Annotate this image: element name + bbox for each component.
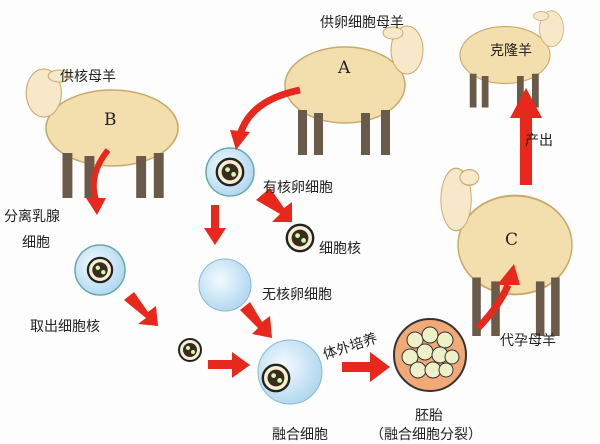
label-sheep-c: C (505, 230, 519, 250)
nucleus-cell (285, 223, 315, 253)
sheep-b (25, 68, 179, 199)
process-arrows (86, 86, 542, 382)
label-sheep-b: B (104, 110, 117, 130)
label-clone-sheep: 克隆羊 (490, 43, 532, 59)
label-separate-mammary-2: 细胞 (22, 235, 50, 251)
label-enucleated-egg: 无核卵细胞 (262, 287, 332, 303)
label-fused-cell: 融合细胞 (272, 427, 328, 443)
nucleated-egg-cell (205, 147, 255, 197)
extracted-nucleus (178, 338, 202, 362)
label-donor-nucleus-sheep: 供核母羊 (60, 69, 116, 85)
label-surrogate-sheep: 代孕母羊 (500, 333, 556, 349)
label-separate-mammary-1: 分离乳腺 (4, 209, 60, 225)
mammary-cell (74, 244, 126, 296)
label-nucleated-egg: 有核卵细胞 (263, 180, 333, 196)
sheep-a (284, 25, 424, 156)
label-embryo: 胚胎 (415, 408, 443, 424)
enucleated-egg-cell (198, 258, 252, 312)
label-sheep-a: A (338, 58, 351, 78)
embryo (393, 318, 467, 392)
label-embryo-note: （融合细胞分裂） (370, 427, 482, 443)
label-donor-egg-sheep: 供卵细胞母羊 (320, 15, 404, 31)
label-extract-nucleus: 取出细胞核 (30, 319, 100, 335)
label-nucleus: 细胞核 (319, 241, 361, 257)
sheep-c (439, 167, 573, 337)
fused-cell (257, 339, 323, 405)
label-birth: 产出 (525, 133, 553, 149)
